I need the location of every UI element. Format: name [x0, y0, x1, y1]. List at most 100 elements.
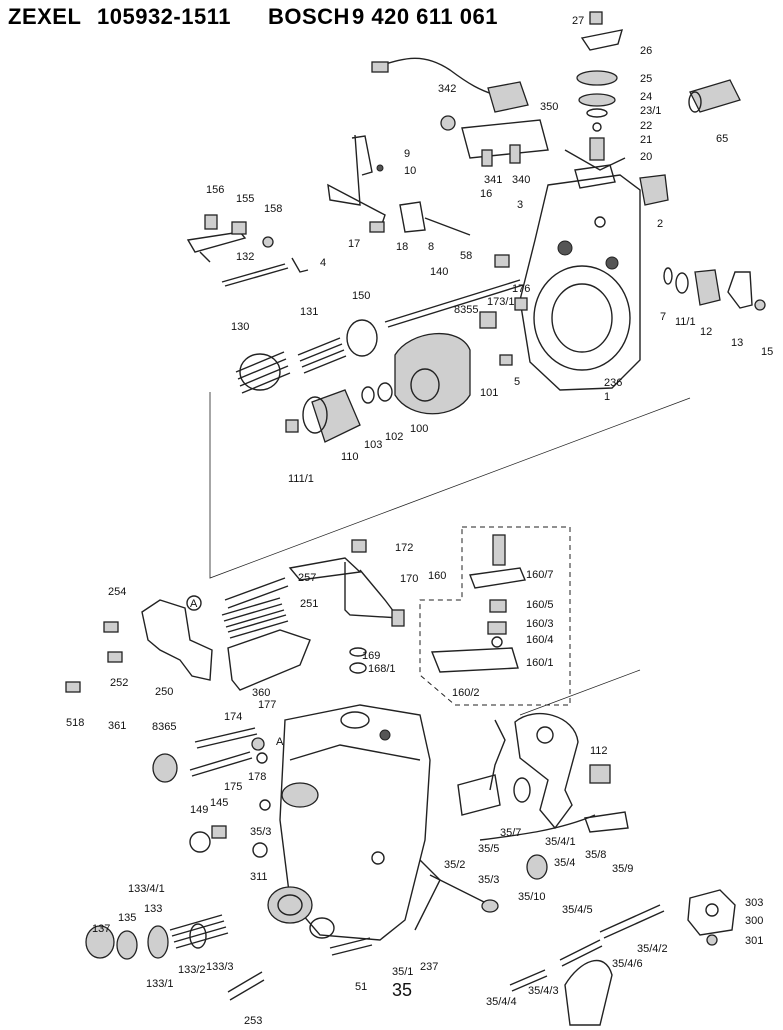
callout-label: 160/5 [526, 599, 554, 611]
callout-label: 8355 [454, 304, 478, 316]
parts-300-303 [509, 889, 736, 1026]
callout-label: 350 [540, 101, 558, 113]
callout-label: 111/1 [288, 473, 314, 485]
solenoid-cable-group [371, 57, 549, 167]
callout-label: 101 [480, 387, 498, 399]
callout-label: 3 [517, 199, 523, 211]
callout-label: 35/9 [612, 863, 633, 875]
stop-lever-35 [429, 713, 629, 913]
callout-label: 35/4/4 [486, 996, 517, 1008]
callout-label: 35/4/6 [612, 958, 643, 970]
callout-label: 140 [430, 266, 448, 278]
callout-label: 112 [590, 745, 608, 757]
callout-label: 35/3 [250, 826, 271, 838]
callout-label: 300 [745, 915, 763, 927]
callout-label: 16 [480, 188, 492, 200]
callout-label: 35/2 [444, 859, 465, 871]
callout-label: 20 [640, 151, 652, 163]
callout-label: 176 [512, 283, 530, 295]
callout-label: 133/1 [146, 978, 174, 990]
callout-label: 130 [231, 321, 249, 333]
callout-label: 7 [660, 311, 666, 323]
header-bosch-part-number: 9 420 611 061 [352, 4, 498, 29]
callout-label: 155 [236, 193, 254, 205]
callout-label: 15 [761, 346, 773, 358]
callout-label: 35/4/3 [528, 985, 559, 997]
callout-label: 341 [484, 174, 502, 186]
header-brand-zexel: ZEXEL [8, 4, 82, 29]
callout-label: 35/5 [478, 843, 499, 855]
callout-label: 301 [745, 935, 763, 947]
callout-label: 150 [352, 290, 370, 302]
callout-label: 8 [428, 241, 434, 253]
callout-labels: 27 26 25 24 23/1 22 21 20 65 342 350 341… [66, 15, 773, 1027]
callout-label: 169 [362, 650, 380, 662]
callout-label: 170 [400, 573, 418, 585]
header-zexel-part-number: 105932-1511 [97, 4, 231, 29]
parts-174-178 [152, 727, 271, 858]
callout-label: 35/4/2 [637, 943, 668, 955]
callout-label: 103 [364, 439, 382, 451]
callout-label: 303 [745, 897, 763, 909]
callout-label: 253 [244, 1015, 262, 1027]
bracket-9-17 [327, 134, 471, 236]
callout-label: 133/2 [178, 964, 206, 976]
callout-label: 160/3 [526, 618, 554, 630]
callout-label: 342 [438, 83, 456, 95]
callout-label: 311 [250, 871, 268, 883]
springs-251-257 [221, 577, 289, 639]
callout-label: 110 [341, 451, 359, 463]
page-label: 35 [392, 980, 412, 1000]
callout-label: 17 [348, 238, 360, 250]
callout-label: 160 [428, 570, 446, 582]
top-lever-stack [564, 11, 626, 171]
callout-label: 22 [640, 120, 652, 132]
callout-label: 23/1 [640, 105, 661, 117]
callout-label: 21 [640, 134, 652, 146]
callout-label: 100 [410, 423, 428, 435]
callout-label: 4 [320, 257, 326, 269]
spring-and-weights [235, 319, 393, 443]
callout-label: 2 [657, 218, 663, 230]
callout-label: 175 [224, 781, 242, 793]
pump-housing [519, 164, 641, 391]
lower-housing [267, 704, 441, 941]
callout-label: 250 [155, 686, 173, 698]
callout-label: 160/2 [452, 687, 480, 699]
callout-label: 173/1 [487, 296, 515, 308]
callout-label: 361 [108, 720, 126, 732]
callout-label: 340 [512, 174, 530, 186]
callout-label: 177 [258, 699, 276, 711]
callout-label: 137 [92, 923, 110, 935]
callout-label: 26 [640, 45, 652, 57]
callout-label: 131 [300, 306, 318, 318]
callout-label: 11/1 [675, 316, 696, 328]
callout-label: A [190, 598, 198, 610]
callout-label: 35/1 [392, 966, 413, 978]
callout-label: 254 [108, 586, 126, 598]
callout-label: 102 [385, 431, 403, 443]
callout-label: 156 [206, 184, 224, 196]
callout-label: 51 [355, 981, 367, 993]
callout-label: 360 [252, 687, 270, 699]
callout-label: 252 [110, 677, 128, 689]
callout-label: 158 [264, 203, 282, 215]
callout-label: 172 [395, 542, 413, 554]
callout-label: 251 [300, 598, 318, 610]
right-parts [479, 174, 766, 366]
plate-360 [227, 629, 311, 691]
callout-label: 24 [640, 91, 652, 103]
callout-label: 160/4 [526, 634, 554, 646]
callout-label: 133 [144, 903, 162, 915]
callout-label: 160/7 [526, 569, 554, 581]
callout-label: 58 [460, 250, 472, 262]
callout-label: 145 [210, 797, 228, 809]
callout-label: 518 [66, 717, 84, 729]
flyweight-100 [394, 332, 471, 415]
callout-label: 8365 [152, 721, 176, 733]
callout-label: 35/4 [554, 857, 575, 869]
parts-133-137 [85, 914, 373, 1001]
callout-label: 133/4/1 [128, 883, 165, 895]
callout-label: 135 [118, 912, 136, 924]
callout-label: 35/7 [500, 827, 521, 839]
